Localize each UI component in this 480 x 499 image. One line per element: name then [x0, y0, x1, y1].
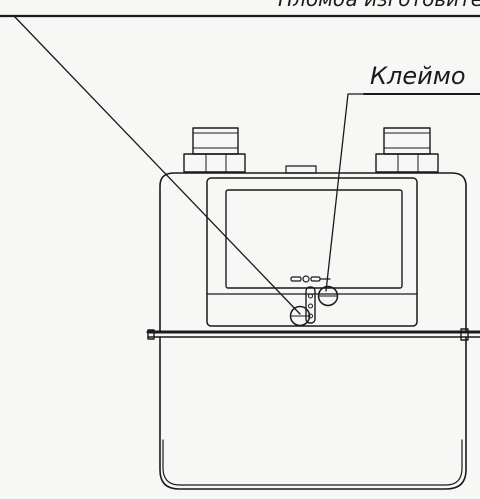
seal-wire-clip [305, 286, 316, 324]
stamp-label: Клеймо [370, 62, 466, 90]
screw-row-icon [290, 275, 331, 283]
stamp-leader-line [325, 93, 365, 292]
counter-panel [206, 177, 418, 327]
housing-flange [146, 328, 480, 341]
top-center-block [285, 165, 317, 174]
seal-assembly [289, 275, 339, 327]
manufacturer-seal-label: Пломба изготовителя [278, 0, 480, 11]
right-pipe-connector [375, 127, 439, 173]
seal-leader-line [0, 15, 301, 315]
upper-housing [159, 172, 467, 333]
lower-housing-inner-edge [162, 439, 463, 486]
left-pipe-connector [183, 127, 246, 173]
lower-housing [159, 336, 467, 490]
